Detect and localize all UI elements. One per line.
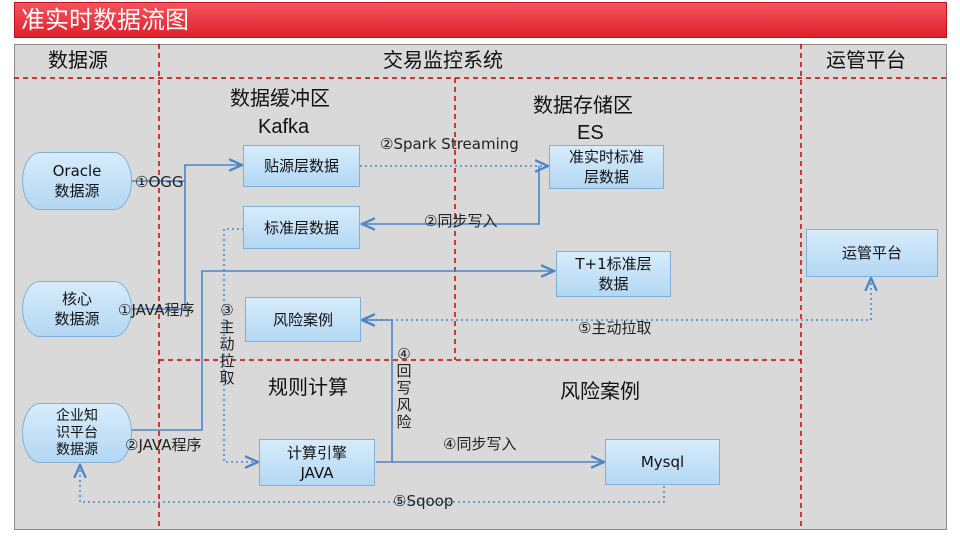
zone-storage-sub: ES xyxy=(577,122,604,144)
box-realtime-std: 准实时标准 层数据 xyxy=(549,145,664,189)
zone-storage-title: 数据存储区 xyxy=(533,93,633,117)
label-java-ent: ②JAVA程序 xyxy=(125,436,202,454)
label-pull: ③主动拉取 xyxy=(219,301,235,387)
label-spark: ②Spark Streaming xyxy=(380,135,519,153)
section-data-source: 数据源 xyxy=(48,48,108,72)
title-bar: 准实时数据流图 xyxy=(14,2,947,38)
arrow-ogg xyxy=(131,165,242,182)
arrow-sync-write xyxy=(362,166,540,224)
label-write-risk: ④回写风险 xyxy=(396,345,412,431)
box-paste-source: 贴源层数据 xyxy=(243,145,360,187)
box-mysql: Mysql xyxy=(605,439,720,485)
arrow-ent-java xyxy=(131,271,554,431)
box-engine: 计算引擎 JAVA xyxy=(259,439,375,486)
label-sqoop: ⑤Sqoop xyxy=(393,492,454,510)
box-standard-layer: 标准层数据 xyxy=(243,206,360,249)
source-enterprise: 企业知 识平台 数据源 xyxy=(22,403,132,463)
arrow-ops-pull xyxy=(362,278,871,320)
label-sync-write: ②同步写入 xyxy=(424,212,498,230)
zone-buffer-sub: Kafka xyxy=(258,116,310,138)
box-t1-std: T+1标准层 数据 xyxy=(556,251,671,297)
arrow-pull xyxy=(223,228,258,462)
label-java-core: ①JAVA程序 xyxy=(118,301,195,319)
zone-risk-case: 风险案例 xyxy=(560,379,640,403)
section-dividers xyxy=(14,44,947,530)
zone-rule-calc: 规则计算 xyxy=(268,375,348,399)
section-ops-platform: 运管平台 xyxy=(826,48,906,72)
box-risk-case: 风险案例 xyxy=(245,297,361,342)
source-core: 核心 数据源 xyxy=(22,281,132,337)
section-trading-monitor: 交易监控系统 xyxy=(383,48,503,72)
label-ops-pull: ⑤主动拉取 xyxy=(578,319,652,337)
box-ops-platform: 运管平台 xyxy=(806,229,938,277)
source-oracle: Oracle 数据源 xyxy=(22,152,132,210)
arrow-core-java xyxy=(131,181,186,310)
label-sync-write-mysql: ④同步写入 xyxy=(443,435,517,453)
zone-buffer-title: 数据缓冲区 xyxy=(230,86,330,110)
diagram-title: 准实时数据流图 xyxy=(21,6,189,34)
label-ogg: ①OGG xyxy=(135,173,184,191)
